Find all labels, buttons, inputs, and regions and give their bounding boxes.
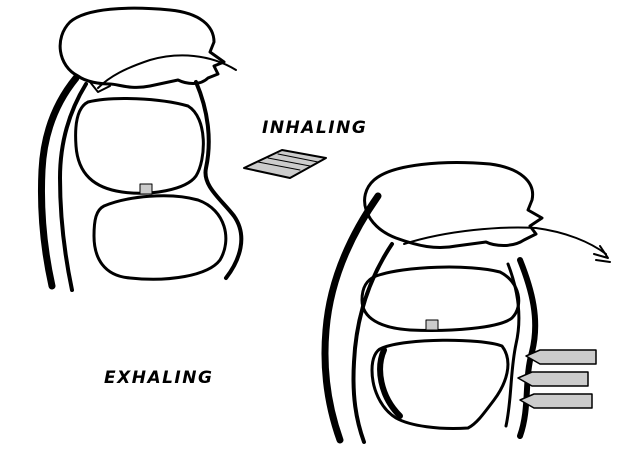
inhaling-chest-arrow [244, 150, 326, 178]
inhaling-label: INHALING [262, 118, 367, 138]
exhaling-arrow-1 [526, 350, 596, 364]
exhaling-arrow-3 [520, 394, 592, 408]
inhaling-abdomen [94, 196, 226, 279]
inhaling-chest-front [196, 82, 241, 278]
exhaling-head-outline [365, 163, 542, 248]
exhaling-diaphragm-marker [426, 320, 438, 330]
exhaling-abdomen-arrows [518, 350, 596, 408]
inhaling-upper-lung [76, 99, 204, 194]
inhaling-diaphragm-marker [140, 184, 152, 194]
exhaling-upper-lung [362, 267, 519, 330]
exhaling-label: EXHALING [104, 368, 213, 388]
exhaling-airflow-arrow [404, 228, 606, 254]
exhaling-figure [325, 163, 610, 442]
inhaling-back-inner [60, 84, 86, 290]
exhaling-arrow-2 [518, 372, 588, 386]
inhaling-head-outline [60, 8, 224, 87]
inhaling-figure [41, 8, 326, 290]
exhaling-abdomen [372, 340, 508, 428]
exhaling-front-line [520, 260, 535, 436]
